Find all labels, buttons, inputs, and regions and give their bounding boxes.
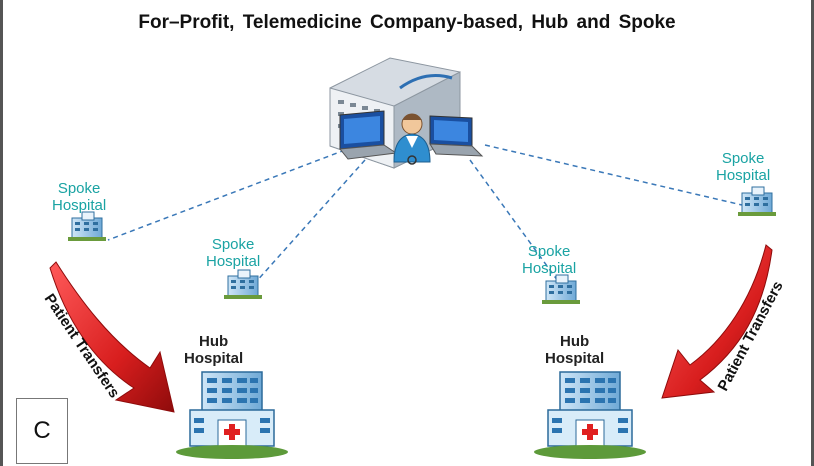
- spoke-label-line2: Hospital: [52, 197, 107, 214]
- connector-line: [484, 144, 743, 206]
- hub-label-line2: Hospital: [545, 350, 605, 367]
- spoke-label-line1: Spoke: [57, 180, 101, 197]
- spoke-hospital-label: Spoke Hospital: [52, 180, 106, 214]
- physician-icon: [393, 113, 431, 165]
- hub-hospital-label: Hub Hospital: [184, 333, 243, 367]
- hospital-icon: [175, 371, 289, 460]
- spoke-label-line1: Spoke: [721, 150, 765, 167]
- hospital-icon: [541, 274, 581, 305]
- laptop-icon: [339, 110, 398, 160]
- connector-line: [107, 149, 346, 241]
- patient-transfer-arrow-right: [661, 244, 773, 399]
- connector-lines: [107, 144, 743, 289]
- hub-label-line1: Hub: [560, 333, 590, 350]
- hospital-icon: [737, 186, 777, 217]
- spoke-hospital-label: Spoke Hospital: [716, 150, 770, 184]
- spoke-hospital-label: Spoke Hospital: [206, 236, 260, 270]
- spoke-label-line2: Hospital: [522, 260, 577, 277]
- spoke-label-line2: Hospital: [206, 253, 261, 270]
- connector-line: [254, 159, 366, 284]
- hospital-icon: [67, 211, 107, 242]
- spoke-label-line1: Spoke: [527, 243, 571, 260]
- hub-hospital-label: Hub Hospital: [545, 333, 604, 367]
- hospital-icon: [533, 371, 647, 460]
- spoke-hospital-label: Spoke Hospital: [522, 243, 576, 277]
- spoke-label-line1: Spoke: [211, 236, 255, 253]
- hub-label-line2: Hospital: [184, 350, 244, 367]
- panel-letter: C: [16, 398, 68, 464]
- laptop-icon: [429, 115, 484, 157]
- patient-transfer-arrow-left: [49, 261, 175, 413]
- hospital-icon: [223, 269, 263, 300]
- hub-label-line1: Hub: [199, 333, 229, 350]
- diagram-title: For–Profit, Telemedicine Company-based, …: [138, 12, 676, 33]
- spoke-label-line2: Hospital: [716, 167, 771, 184]
